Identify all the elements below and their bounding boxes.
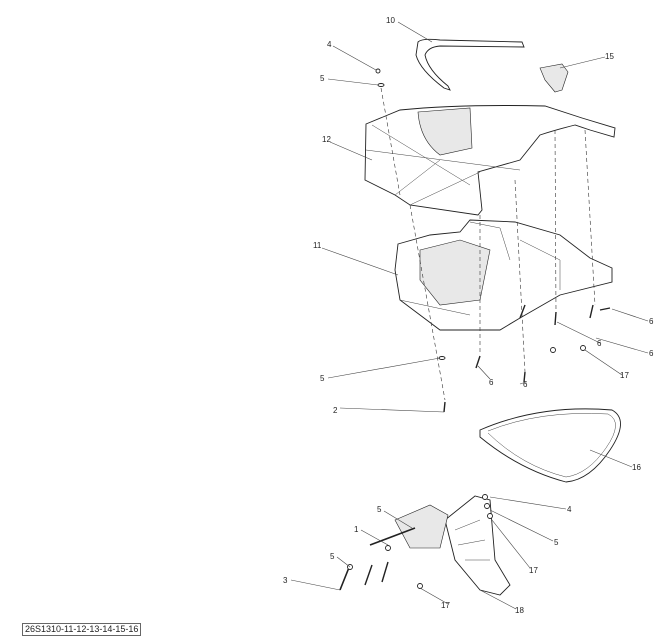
callout-1: 1 [354,525,359,534]
callout-5: 5 [330,552,335,561]
callout-11: 11 [313,241,322,250]
callout-4: 4 [567,505,572,514]
callout-15: 15 [605,52,614,61]
callout-12: 12 [322,135,331,144]
callout-5: 5 [320,374,325,383]
diagram-reference-number: 26S1310-11-12-13-14-15-16 [22,623,142,636]
part-5-washer [377,83,385,87]
callout-6: 6 [649,317,654,326]
part-18-guard [444,495,511,596]
callout-17: 17 [620,371,629,380]
part-1-bolt [369,527,416,546]
callout-6: 6 [649,349,654,358]
callout-3: 3 [283,576,288,585]
callout-17: 17 [529,566,538,575]
callout-5: 5 [554,538,559,547]
part-16-seal [479,408,621,483]
part-12-cover [364,105,616,216]
part-15-bracket [539,63,569,93]
callout-2: 2 [333,406,338,415]
part-10-trim [415,38,525,91]
callout-6: 6 [597,339,602,348]
part-6-screws [443,304,611,413]
callout-16: 16 [632,463,641,472]
callout-18: 18 [515,606,524,615]
callout-10: 10 [386,16,395,25]
callout-17: 17 [441,601,450,610]
part-4-nut [375,68,381,74]
callout-6: 6 [523,380,528,389]
leader-lines [290,21,649,610]
callout-5: 5 [320,74,325,83]
callout-5: 5 [377,505,382,514]
callout-4: 4 [327,40,332,49]
part-12-opening [417,107,473,156]
callout-6: 6 [489,378,494,387]
